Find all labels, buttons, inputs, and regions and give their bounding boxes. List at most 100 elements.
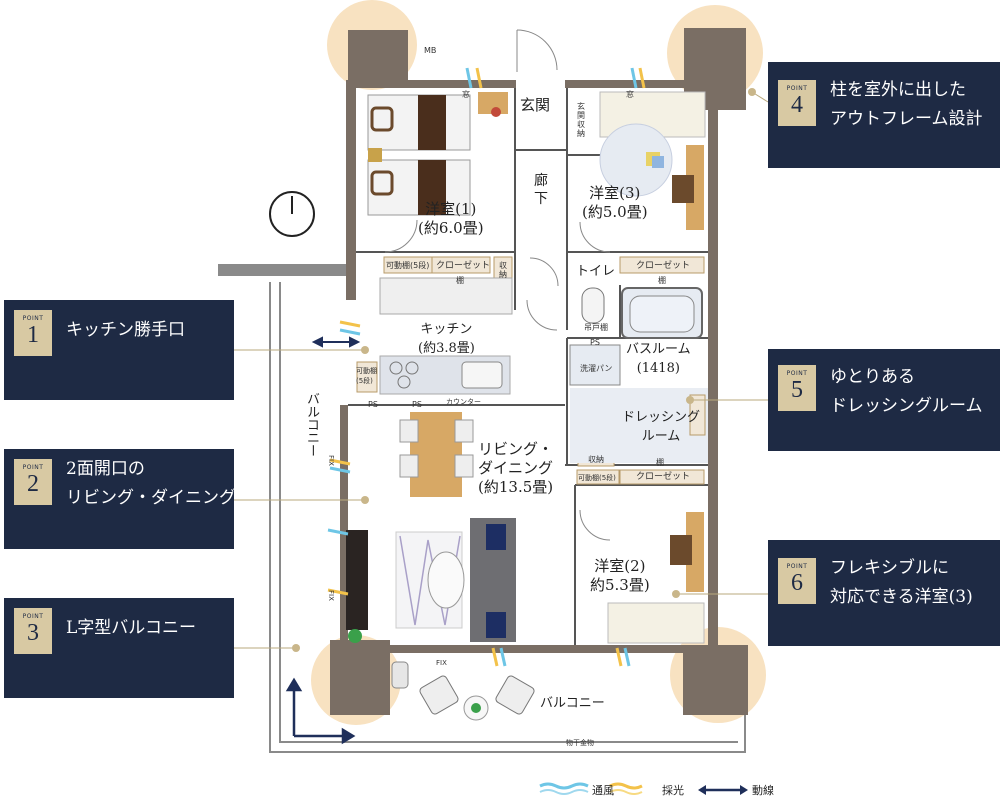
- counter-label: カウンター: [446, 398, 481, 406]
- point-badge-3: POINT 3: [14, 608, 52, 654]
- point-badge-caption: POINT: [786, 563, 808, 570]
- point-text-4: 柱を室外に出した アウトフレーム設計: [830, 80, 983, 129]
- window-label-2: 窓: [626, 90, 634, 99]
- room-kitchen-label: キッチン (約3.8畳): [418, 320, 475, 358]
- hallway-label: 廊 下: [534, 173, 548, 207]
- room-western1-size: (約6.0畳): [418, 219, 484, 237]
- beds-room1: [367, 92, 508, 216]
- storage-label-1: 収 納: [499, 261, 507, 279]
- leader-dots: [292, 88, 756, 652]
- point-panel-1: POINT 1 キッチン勝手口: [4, 300, 234, 400]
- interior-walls: [348, 88, 708, 645]
- room-western3-name: 洋室(3): [589, 184, 641, 202]
- point-badge-6: POINT 6: [778, 558, 816, 604]
- kitchen-door-arrow-icon: [311, 336, 361, 348]
- point-number: 1: [27, 322, 39, 348]
- wash-pan-label: 洗濯パン: [580, 364, 613, 373]
- balcony-side-label: バルコニー: [304, 392, 319, 457]
- point-number: 2: [27, 471, 39, 497]
- balcony-outline: [269, 282, 746, 753]
- room-bath-name: バスルーム: [626, 342, 691, 357]
- room-western3-label: 洋室(3) (約5.0畳): [582, 184, 648, 222]
- living-set: [346, 518, 516, 643]
- dining-set: [399, 412, 474, 497]
- room-western1-name: 洋室(1): [425, 200, 477, 218]
- shelf-label-2: 棚: [656, 458, 664, 467]
- point-badge-5: POINT 5: [778, 365, 816, 411]
- furniture-room2: [607, 512, 705, 644]
- room-kitchen-size: (約3.8畳): [418, 341, 475, 356]
- room-bath-size: (1418): [636, 361, 680, 376]
- legend-ventilation: 通風: [592, 784, 614, 797]
- door-swings: [384, 29, 611, 541]
- walls: [330, 28, 748, 715]
- entrance-storage-label: 玄 関 収 納: [577, 102, 585, 138]
- wind-light-markers: [327, 67, 646, 667]
- leader-lines: [234, 91, 769, 649]
- room-kitchen-name: キッチン: [420, 322, 473, 337]
- point-text-6: フレキシブルに 対応できる洋室(3): [830, 558, 973, 607]
- compass-icon: [269, 191, 315, 237]
- storage-label-2: 収納: [588, 455, 604, 464]
- entrance-label: 玄関: [520, 96, 551, 114]
- room-western3-size: (約5.0畳): [582, 203, 648, 221]
- point-number: 6: [791, 570, 803, 596]
- room-living-label: リビング・ ダイニング (約13.5畳): [478, 440, 553, 497]
- circulation-arrow-icon: [285, 677, 356, 745]
- point-text-5: ゆとりある ドレッシングルーム: [830, 367, 983, 416]
- room-living-size: (約13.5畳): [478, 478, 554, 496]
- dressing-label: ドレッシング ルーム: [622, 410, 701, 444]
- legend-daylight: 採光: [662, 784, 684, 797]
- kitchen-counter: [379, 277, 513, 395]
- fix-label-2: FIX: [327, 590, 335, 601]
- balcony-furniture: [391, 661, 535, 721]
- room-western2-size: 約5.3畳): [590, 576, 650, 594]
- room-western1-label: 洋室(1) (約6.0畳): [418, 200, 484, 238]
- point-text-1: キッチン勝手口: [66, 320, 185, 340]
- shelf-movable-label-kitchen: 可動棚 (5段): [356, 367, 377, 385]
- closet-label-2: クローゼット: [636, 472, 691, 482]
- shelf-label-3: 棚: [658, 276, 666, 285]
- furniture-room3: [599, 91, 706, 230]
- point-number: 3: [27, 620, 39, 646]
- shelf-movable-label-2: 可動棚(5段): [578, 474, 616, 482]
- point-panel-3: POINT 3 L字型バルコニー: [4, 598, 234, 698]
- point-badge-caption: POINT: [786, 370, 808, 377]
- point-badge-caption: POINT: [22, 464, 44, 471]
- point-badge-caption: POINT: [22, 315, 44, 322]
- point-number: 4: [791, 92, 803, 118]
- room-bath-label: バスルーム (1418): [626, 340, 691, 378]
- shelf-label-1: 棚: [456, 276, 464, 285]
- point-number: 5: [791, 377, 803, 403]
- hanger-shelf-label: 吊戸棚: [584, 323, 608, 332]
- closet-label-3: クローゼット: [636, 261, 691, 271]
- closet-label-1: クローゼット: [436, 261, 491, 271]
- legend-icons: [539, 782, 748, 795]
- ps-label-3: PS: [412, 400, 422, 409]
- fix-label-3: FIX: [436, 659, 447, 667]
- toilet-label: トイレ: [576, 264, 616, 279]
- point-badge-caption: POINT: [22, 613, 44, 620]
- ps-label-1: PS: [590, 338, 600, 347]
- fix-label-1: FIX: [327, 455, 335, 466]
- balcony-bottom-label: バルコニー: [540, 696, 605, 711]
- room-western2-name: 洋室(2): [594, 557, 646, 575]
- point-badge-4: POINT 4: [778, 80, 816, 126]
- point-panel-2: POINT 2 2面開口の リビング・ダイニング: [4, 449, 236, 549]
- drying-rack-label: 物干金物: [566, 739, 594, 747]
- point-badge-1: POINT 1: [14, 310, 52, 356]
- point-text-2: 2面開口の リビング・ダイニング: [66, 459, 236, 508]
- room-living-name: リビング・ ダイニング: [478, 440, 554, 477]
- mb-label: MB: [424, 46, 437, 55]
- window-label-1: 窓: [462, 90, 470, 99]
- ps-label-2: PS: [368, 400, 378, 409]
- point-badge-caption: POINT: [786, 85, 808, 92]
- point-badge-2: POINT 2: [14, 459, 52, 505]
- point-panel-4: POINT 4 柱を室外に出した アウトフレーム設計: [768, 62, 1000, 168]
- legend-circulation: 動線: [752, 784, 774, 797]
- point-panel-6: POINT 6 フレキシブルに 対応できる洋室(3): [768, 540, 1000, 646]
- shelf-movable-label-1: 可動棚(5段): [386, 261, 430, 270]
- room-western2-label: 洋室(2) 約5.3畳): [590, 557, 650, 595]
- toilet-bath-fixtures: [569, 287, 708, 463]
